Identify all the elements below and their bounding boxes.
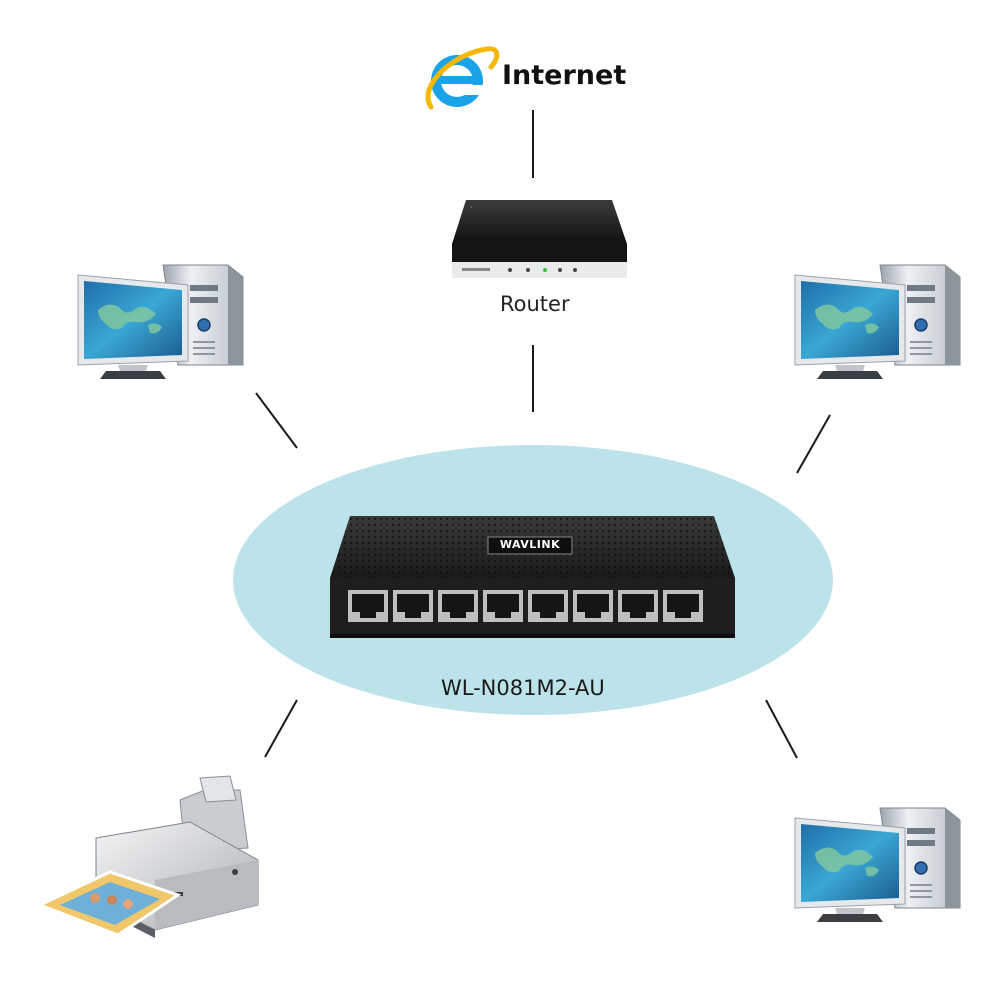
computer-top-right	[794, 264, 961, 380]
switch-brand-text: WAVLINK	[499, 538, 561, 551]
ethernet-port-1	[348, 590, 388, 622]
ethernet-port-8	[663, 590, 703, 622]
link-switch-computer-top-right	[796, 414, 831, 474]
internet-label: Internet	[502, 60, 627, 91]
ethernet-port-5	[528, 590, 568, 622]
link-switch-computer-bottom-right	[765, 699, 798, 759]
ethernet-port-3	[438, 590, 478, 622]
switch-model-label: WL-N081M2-AU	[441, 676, 605, 700]
switch-device	[330, 516, 735, 638]
ethernet-port-2	[393, 590, 433, 622]
router-device	[452, 200, 627, 278]
ethernet-port-7	[618, 590, 658, 622]
router-label: Router	[500, 292, 570, 316]
ethernet-port-6	[573, 590, 613, 622]
link-switch-computer-top-left	[255, 392, 298, 449]
computer-top-left	[77, 264, 244, 380]
internet-explorer-icon	[425, 46, 500, 110]
switch-brand-plate	[487, 536, 573, 555]
computer-bottom-right	[794, 807, 961, 923]
ethernet-port-4	[483, 590, 523, 622]
printer-device	[36, 775, 259, 938]
link-switch-printer	[264, 699, 298, 758]
switch-ports	[348, 590, 703, 622]
